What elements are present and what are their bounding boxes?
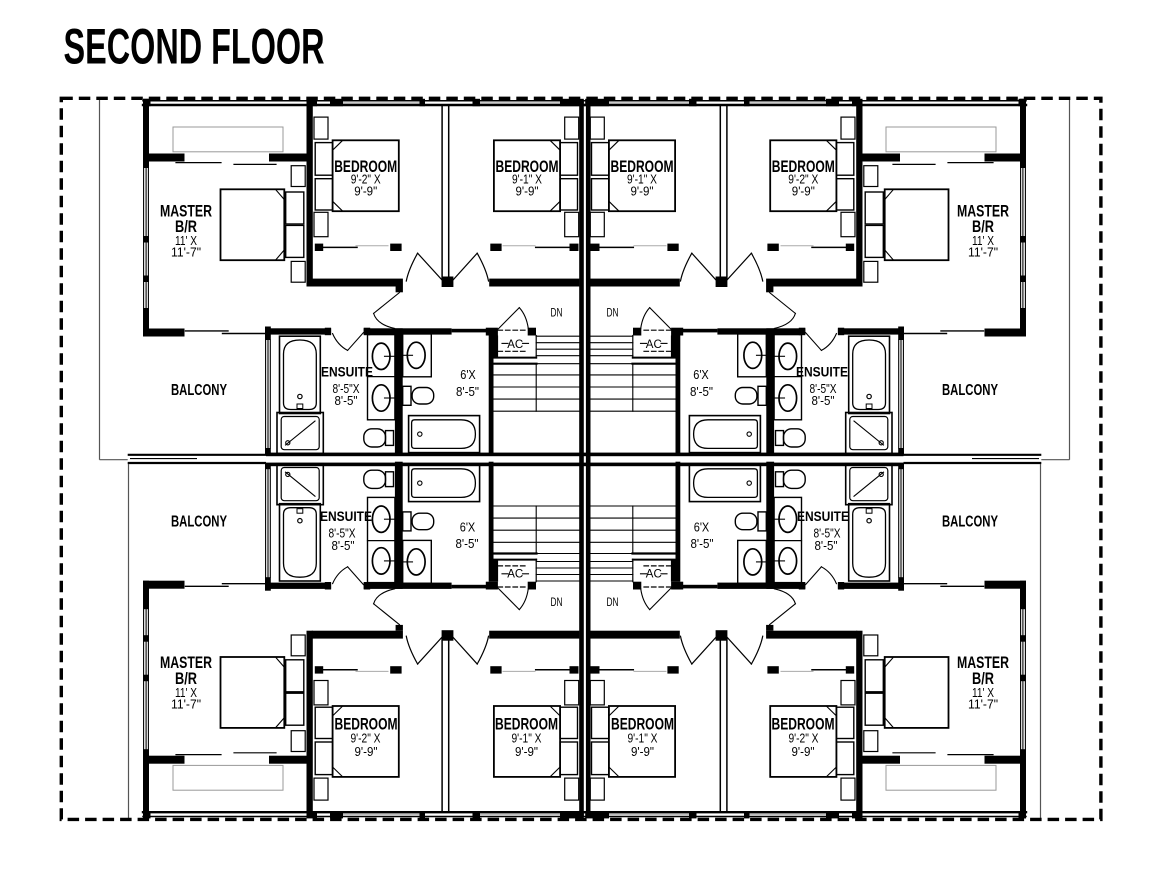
svg-text:BEDROOM: BEDROOM [496,157,559,176]
svg-text:MASTER: MASTER [957,653,1009,672]
svg-text:MASTER: MASTER [957,202,1009,221]
svg-text:DN: DN [607,306,619,320]
svg-text:BEDROOM: BEDROOM [772,157,835,176]
svg-text:11' X: 11' X [175,234,198,248]
svg-text:AC: AC [646,337,662,351]
svg-text:MASTER: MASTER [160,202,212,221]
svg-text:11'-7": 11'-7" [171,246,201,260]
svg-text:DN: DN [607,595,619,609]
svg-text:11' X: 11' X [972,234,995,248]
svg-text:9'-9": 9'-9" [516,184,539,198]
svg-text:SECOND FLOOR: SECOND FLOOR [64,19,325,75]
svg-text:B/R: B/R [972,217,994,236]
svg-text:9'-9": 9'-9" [631,745,654,759]
svg-text:11'-7": 11'-7" [968,246,998,260]
svg-text:9'-9": 9'-9" [355,745,378,759]
svg-text:11'-7": 11'-7" [171,698,201,712]
svg-text:B/R: B/R [175,217,197,236]
svg-text:6'X: 6'X [694,521,710,535]
svg-text:8'-5": 8'-5" [332,539,355,553]
svg-text:ENSUITE: ENSUITE [320,508,372,524]
svg-text:ENSUITE: ENSUITE [796,364,848,380]
svg-text:BEDROOM: BEDROOM [335,714,398,733]
svg-text:9'-9": 9'-9" [354,184,377,198]
svg-text:11' X: 11' X [175,686,198,700]
svg-text:9'-2" X: 9'-2" X [351,173,382,187]
svg-text:6'X: 6'X [460,521,476,535]
svg-text:B/R: B/R [972,669,994,688]
svg-text:AC: AC [507,566,523,580]
svg-text:8'-5"X: 8'-5"X [814,527,842,541]
svg-text:B/R: B/R [175,669,197,688]
svg-text:9'-1" X: 9'-1" X [512,732,543,746]
svg-text:8'-5"X: 8'-5"X [810,382,838,396]
svg-text:BEDROOM: BEDROOM [334,157,397,176]
svg-text:11' X: 11' X [972,686,995,700]
svg-text:9'-9": 9'-9" [792,745,815,759]
svg-text:BALCONY: BALCONY [171,382,227,399]
svg-text:DN: DN [551,595,563,609]
svg-text:BALCONY: BALCONY [942,513,998,530]
svg-text:8'-5": 8'-5" [456,537,479,551]
svg-text:BEDROOM: BEDROOM [611,157,674,176]
svg-text:8'-5"X: 8'-5"X [329,527,357,541]
svg-text:9'-2" X: 9'-2" X [351,732,382,746]
svg-text:8'-5": 8'-5" [335,394,358,408]
svg-text:8'-5": 8'-5" [812,394,835,408]
svg-text:9'-2" X: 9'-2" X [789,732,820,746]
svg-text:9'-9": 9'-9" [631,184,654,198]
svg-text:6'X: 6'X [460,368,476,382]
svg-text:9'-1" X: 9'-1" X [628,732,659,746]
svg-text:MASTER: MASTER [160,653,212,672]
svg-text:9'-1" X: 9'-1" X [627,173,658,187]
svg-text:9'-1" X: 9'-1" X [512,173,543,187]
svg-text:BEDROOM: BEDROOM [495,714,558,733]
svg-text:8'-5": 8'-5" [456,385,479,399]
svg-text:AC: AC [646,566,662,580]
svg-text:DN: DN [551,306,563,320]
svg-text:BALCONY: BALCONY [171,513,227,530]
svg-text:8'-5": 8'-5" [691,537,714,551]
svg-text:9'-2" X: 9'-2" X [788,173,819,187]
svg-text:ENSUITE: ENSUITE [321,364,373,380]
svg-text:AC: AC [507,337,523,351]
svg-text:BALCONY: BALCONY [942,382,998,399]
svg-text:ENSUITE: ENSUITE [797,508,849,524]
svg-text:8'-5"X: 8'-5"X [333,382,361,396]
svg-text:6'X: 6'X [693,368,709,382]
svg-text:9'-9": 9'-9" [792,184,815,198]
svg-text:11'-7": 11'-7" [968,698,998,712]
svg-text:8'-5": 8'-5" [815,539,838,553]
svg-text:8'-5": 8'-5" [690,385,713,399]
svg-text:9'-9": 9'-9" [515,745,538,759]
svg-text:BEDROOM: BEDROOM [772,714,835,733]
svg-text:BEDROOM: BEDROOM [611,714,674,733]
